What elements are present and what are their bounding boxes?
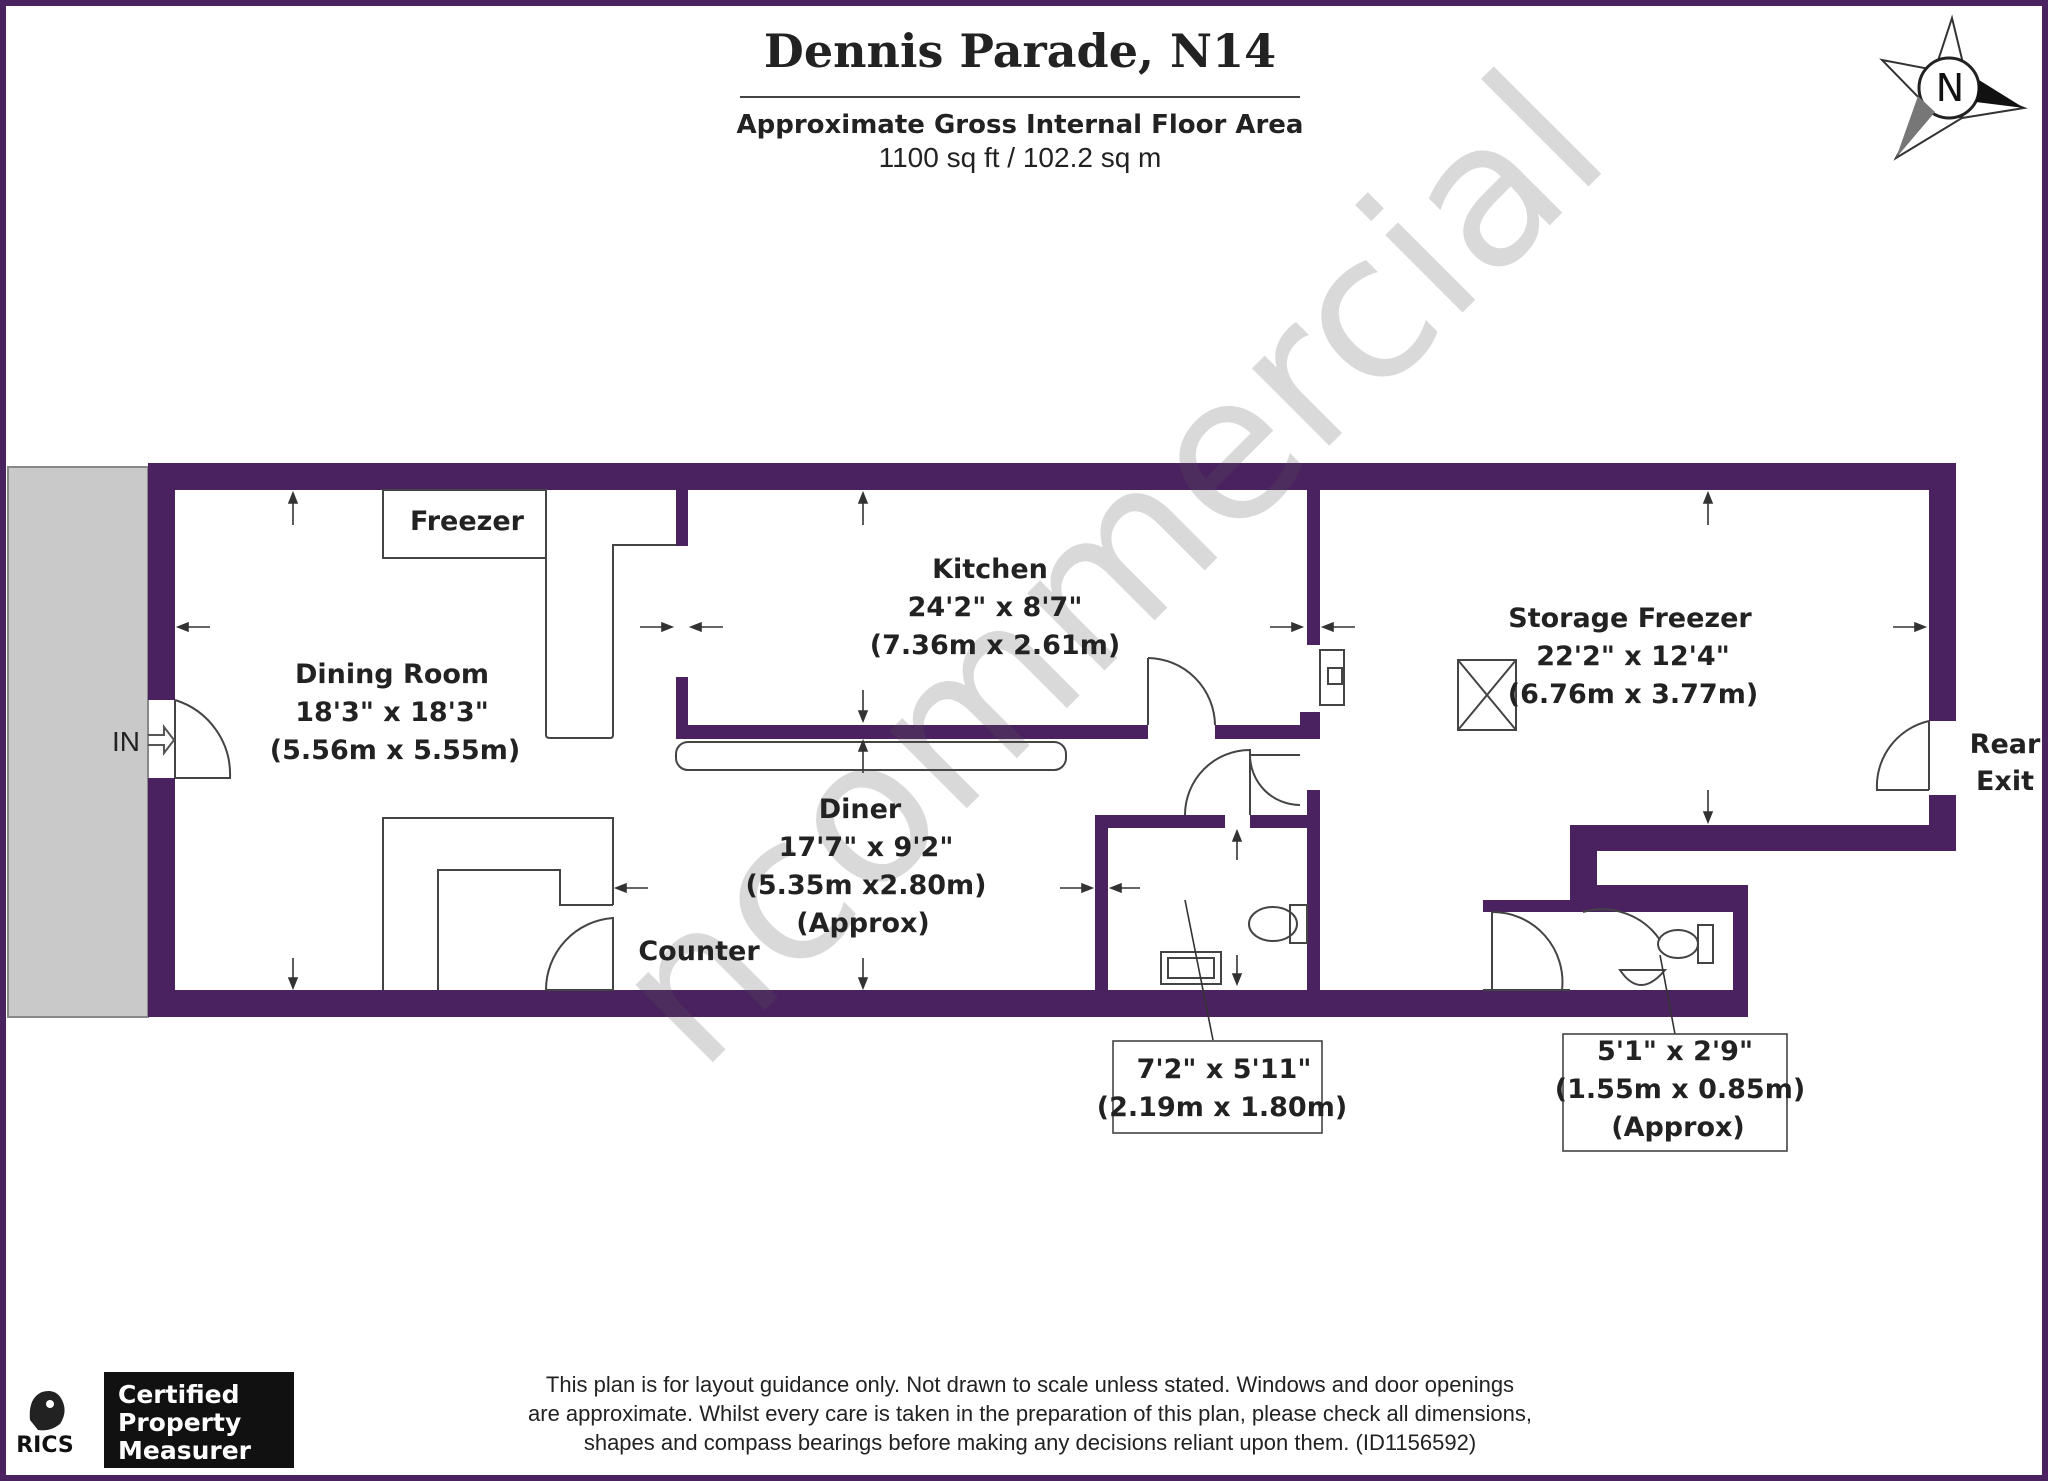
room-size-metric: (5.56m x 5.55m) [270,735,520,766]
walls [148,463,1956,1017]
kitchen-pass-counter [675,741,1067,771]
wc1-toilet [1248,906,1298,942]
certified-measurer-badge: Certified Property Measurer [104,1372,294,1468]
dining-counter [545,490,676,739]
room-name: Kitchen [932,554,1048,585]
entrance-arrow-icon [148,724,176,756]
wc2-callout: 5'1" x 2'9" (1.55m x 0.85m) (Approx) [1555,1033,1805,1152]
compass-icon: N [1879,14,2028,161]
floor-area-heading: Approximate Gross Internal Floor Area [737,110,1304,140]
room-freezer: Freezer [410,506,525,537]
kitchen-door [1147,657,1216,726]
rics-logo: RICS [16,1391,74,1458]
room-kitchen: Kitchen 24'2" x 8'7" (7.36m x 2.61m) [870,554,1120,661]
room-size-imperial: 17'7" x 9'2" [779,832,954,863]
counter-unit [382,817,614,990]
room-note: (Approx) [1611,1112,1745,1143]
room-dining: Dining Room 18'3" x 18'3" (5.56m x 5.55m… [270,659,520,766]
compass-north-label: N [1936,66,1964,110]
wc2-basin [1618,969,1668,986]
room-note: (Approx) [796,908,930,939]
rear-exit-label: Rear [1970,729,2041,760]
room-name: Storage Freezer [1508,603,1752,634]
room-size-metric: (1.55m x 0.85m) [1555,1074,1805,1105]
disclaimer-line: are approximate. Whilst every care is ta… [528,1401,1532,1426]
rics-lion-icon [29,1391,65,1431]
room-size-imperial: 24'2" x 8'7" [908,592,1083,623]
room-size-metric: (6.76m x 3.77m) [1508,679,1758,710]
badge-line: Property [118,1408,241,1437]
badge-line: Measurer [118,1436,252,1465]
storage-freezer-box [1457,659,1517,731]
wc2-door [1491,910,1564,991]
front-entrance-label: IN [112,726,140,757]
wc1-sink [1160,951,1222,985]
room-diner: Diner 17'7" x 9'2" (5.35m x2.80m) (Appro… [746,794,987,939]
room-size-metric: (7.36m x 2.61m) [870,630,1120,661]
rear-exit-label-2: Exit [1976,766,2034,797]
room-name: Diner [819,794,902,825]
room-size-imperial: 22'2" x 12'4" [1536,641,1730,672]
rics-wordmark: RICS [16,1433,74,1458]
disclaimer: This plan is for layout guidance only. N… [528,1372,1532,1455]
disclaimer-line: shapes and compass bearings before makin… [584,1430,1476,1455]
floor-area-value: 1100 sq ft / 102.2 sq m [879,142,1162,173]
room-size-metric: (2.19m x 1.80m) [1097,1092,1347,1123]
room-size-imperial: 5'1" x 2'9" [1597,1036,1753,1067]
room-storage-freezer: Storage Freezer 22'2" x 12'4" (6.76m x 3… [1508,603,1758,710]
room-counter: Counter [638,936,760,967]
doors [174,657,1930,991]
rear-exit-door [1875,720,1930,791]
badge-line: Certified [118,1380,240,1409]
dimension-arrows [175,490,1928,991]
room-name: Dining Room [295,659,489,690]
wc1-leader-line [1184,899,1214,1041]
fixtures [382,489,1714,990]
counter-door [544,916,614,991]
storage-door [1248,754,1301,815]
wc1-door [1184,748,1251,816]
room-size-imperial: 18'3" x 18'3" [295,697,489,728]
counter-inner [437,869,613,990]
room-size-metric: (5.35m x2.80m) [746,870,987,901]
room-size-imperial: 7'2" x 5'11" [1137,1054,1312,1085]
page-title: Dennis Parade, N14 [764,24,1276,78]
wc1-callout: 7'2" x 5'11" (2.19m x 1.80m) [1097,1040,1347,1134]
shop-frontage [7,466,149,1018]
wc2-leader-line [1659,954,1676,1035]
disclaimer-line: This plan is for layout guidance only. N… [546,1372,1514,1397]
